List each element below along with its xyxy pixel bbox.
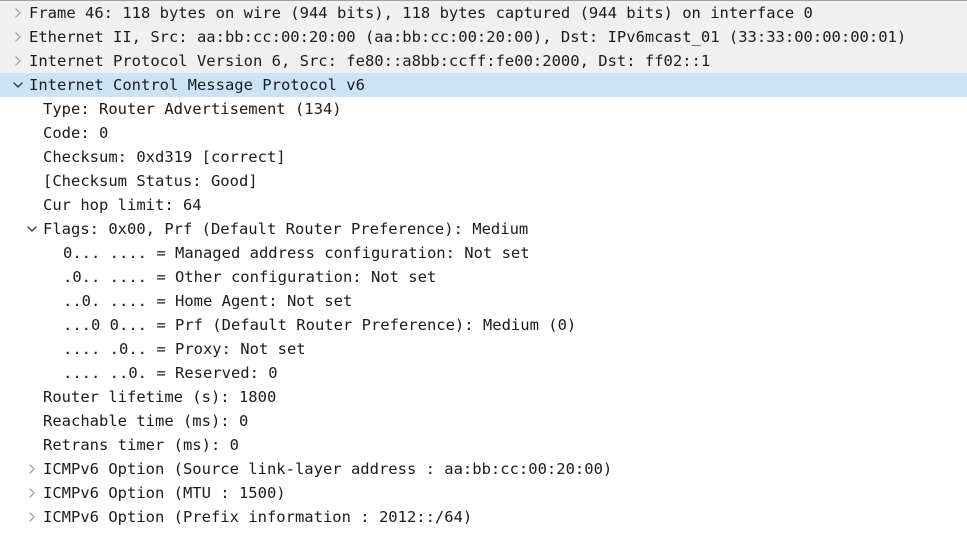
tree-row-flag-other-config[interactable]: .0.. .... = Other configuration: Not set	[0, 265, 967, 289]
twisty-placeholder	[24, 121, 40, 145]
tree-row-frame[interactable]: Frame 46: 118 bytes on wire (944 bits), …	[0, 1, 967, 25]
tree-row-label: Ethernet II, Src: aa:bb:cc:00:20:00 (aa:…	[29, 28, 907, 46]
twisty-placeholder	[0, 241, 16, 265]
twisty-placeholder	[0, 361, 16, 385]
tree-row-label: 0... .... = Managed address configuratio…	[63, 244, 530, 262]
tree-row-option-mtu[interactable]: ICMPv6 Option (MTU : 1500)	[0, 481, 967, 505]
chevron-right-icon[interactable]	[10, 25, 26, 49]
tree-row-flag-reserved[interactable]: .... ..0. = Reserved: 0	[0, 361, 967, 385]
tree-row-checksum[interactable]: Checksum: 0xd319 [correct]	[0, 145, 967, 169]
twisty-placeholder	[24, 409, 40, 433]
tree-row-type[interactable]: Type: Router Advertisement (134)	[0, 97, 967, 121]
tree-row-label: Type: Router Advertisement (134)	[43, 100, 342, 118]
twisty-placeholder	[24, 97, 40, 121]
tree-row-reachable-time[interactable]: Reachable time (ms): 0	[0, 409, 967, 433]
chevron-right-icon[interactable]	[24, 505, 40, 529]
tree-row-label: ICMPv6 Option (MTU : 1500)	[43, 484, 286, 502]
tree-row-flags[interactable]: Flags: 0x00, Prf (Default Router Prefere…	[0, 217, 967, 241]
chevron-right-icon[interactable]	[10, 1, 26, 25]
tree-row-label: Checksum: 0xd319 [correct]	[43, 148, 286, 166]
chevron-right-icon[interactable]	[24, 481, 40, 505]
tree-row-cur-hop-limit[interactable]: Cur hop limit: 64	[0, 193, 967, 217]
tree-row-label: ..0. .... = Home Agent: Not set	[63, 292, 353, 310]
twisty-placeholder	[24, 145, 40, 169]
tree-row-flag-prf[interactable]: ...0 0... = Prf (Default Router Preferen…	[0, 313, 967, 337]
tree-row-option-prefix-information[interactable]: ICMPv6 Option (Prefix information : 2012…	[0, 505, 967, 529]
tree-row-ethernet[interactable]: Ethernet II, Src: aa:bb:cc:00:20:00 (aa:…	[0, 25, 967, 49]
tree-row-label: Internet Protocol Version 6, Src: fe80::…	[29, 52, 711, 70]
tree-row-label: Cur hop limit: 64	[43, 196, 202, 214]
tree-row-code[interactable]: Code: 0	[0, 121, 967, 145]
chevron-right-icon[interactable]	[10, 49, 26, 73]
chevron-down-icon[interactable]	[10, 73, 26, 97]
tree-row-router-lifetime[interactable]: Router lifetime (s): 1800	[0, 385, 967, 409]
tree-row-label: .0.. .... = Other configuration: Not set	[63, 268, 437, 286]
tree-row-label: Internet Control Message Protocol v6	[29, 76, 365, 94]
tree-row-label: ICMPv6 Option (Prefix information : 2012…	[43, 508, 473, 526]
twisty-placeholder	[0, 313, 16, 337]
twisty-placeholder	[24, 193, 40, 217]
tree-row-option-source-link-layer-address[interactable]: ICMPv6 Option (Source link-layer address…	[0, 457, 967, 481]
twisty-placeholder	[24, 433, 40, 457]
tree-row-retrans-timer[interactable]: Retrans timer (ms): 0	[0, 433, 967, 457]
tree-row-label: Retrans timer (ms): 0	[43, 436, 239, 454]
tree-row-label: ICMPv6 Option (Source link-layer address…	[43, 460, 613, 478]
tree-row-label: [Checksum Status: Good]	[43, 172, 258, 190]
tree-row-label: Router lifetime (s): 1800	[43, 388, 277, 406]
tree-row-label: .... .0.. = Proxy: Not set	[63, 340, 306, 358]
tree-row-flag-proxy[interactable]: .... .0.. = Proxy: Not set	[0, 337, 967, 361]
twisty-placeholder	[24, 169, 40, 193]
tree-row-icmpv6[interactable]: Internet Control Message Protocol v6	[0, 73, 967, 97]
tree-row-label: Reachable time (ms): 0	[43, 412, 249, 430]
chevron-down-icon[interactable]	[24, 217, 40, 241]
tree-row-label: Flags: 0x00, Prf (Default Router Prefere…	[43, 220, 529, 238]
tree-row-flag-managed-address-config[interactable]: 0... .... = Managed address configuratio…	[0, 241, 967, 265]
twisty-placeholder	[0, 265, 16, 289]
chevron-right-icon[interactable]	[24, 457, 40, 481]
twisty-placeholder	[0, 337, 16, 361]
tree-row-flag-home-agent[interactable]: ..0. .... = Home Agent: Not set	[0, 289, 967, 313]
tree-row-label: Code: 0	[43, 124, 109, 142]
tree-row-label: ...0 0... = Prf (Default Router Preferen…	[63, 316, 577, 334]
tree-row-label: .... ..0. = Reserved: 0	[63, 364, 278, 382]
tree-row-ipv6[interactable]: Internet Protocol Version 6, Src: fe80::…	[0, 49, 967, 73]
twisty-placeholder	[0, 289, 16, 313]
twisty-placeholder	[24, 385, 40, 409]
tree-row-label: Frame 46: 118 bytes on wire (944 bits), …	[29, 4, 813, 22]
tree-row-checksum-status[interactable]: [Checksum Status: Good]	[0, 169, 967, 193]
